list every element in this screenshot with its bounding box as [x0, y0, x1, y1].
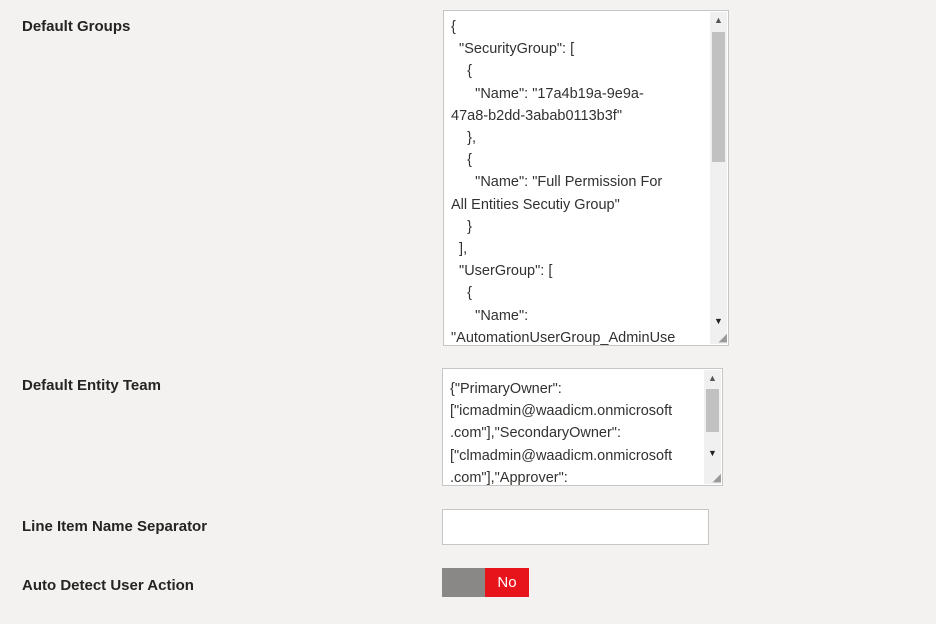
auto-detect-user-action-toggle[interactable]: No [442, 568, 529, 597]
toggle-track[interactable] [442, 568, 485, 597]
scroll-up-arrow-icon[interactable]: ▲ [708, 373, 717, 383]
default-groups-textarea[interactable]: { "SecurityGroup": [ { "Name": "17a4b19a… [443, 10, 729, 346]
scroll-thumb[interactable] [706, 389, 719, 432]
line-item-name-separator-label: Line Item Name Separator [22, 518, 208, 535]
scroll-thumb[interactable] [712, 32, 725, 162]
resize-grip-icon[interactable]: ◢ [718, 332, 727, 344]
auto-detect-user-action-label: Auto Detect User Action [22, 577, 194, 594]
default-groups-label: Default Groups [22, 18, 131, 35]
default-entity-team-scrollbar[interactable]: ▲ ▼ [704, 370, 721, 484]
scroll-down-arrow-icon[interactable]: ▼ [708, 448, 717, 458]
default-groups-text: { "SecurityGroup": [ { "Name": "17a4b19a… [451, 19, 676, 346]
default-groups-scrollbar[interactable]: ▲ ▼ [710, 12, 727, 344]
default-entity-team-label: Default Entity Team [22, 377, 161, 394]
default-entity-team-text: {"PrimaryOwner": ["icmadmin@waadicm.onmi… [450, 381, 673, 486]
scroll-up-arrow-icon[interactable]: ▲ [714, 15, 723, 25]
line-item-name-separator-input[interactable] [442, 509, 709, 545]
default-entity-team-textarea[interactable]: {"PrimaryOwner": ["icmadmin@waadicm.onmi… [442, 368, 723, 486]
resize-grip-icon[interactable]: ◢ [712, 472, 721, 484]
scroll-down-arrow-icon[interactable]: ▼ [714, 316, 723, 326]
toggle-state-label[interactable]: No [485, 568, 529, 597]
